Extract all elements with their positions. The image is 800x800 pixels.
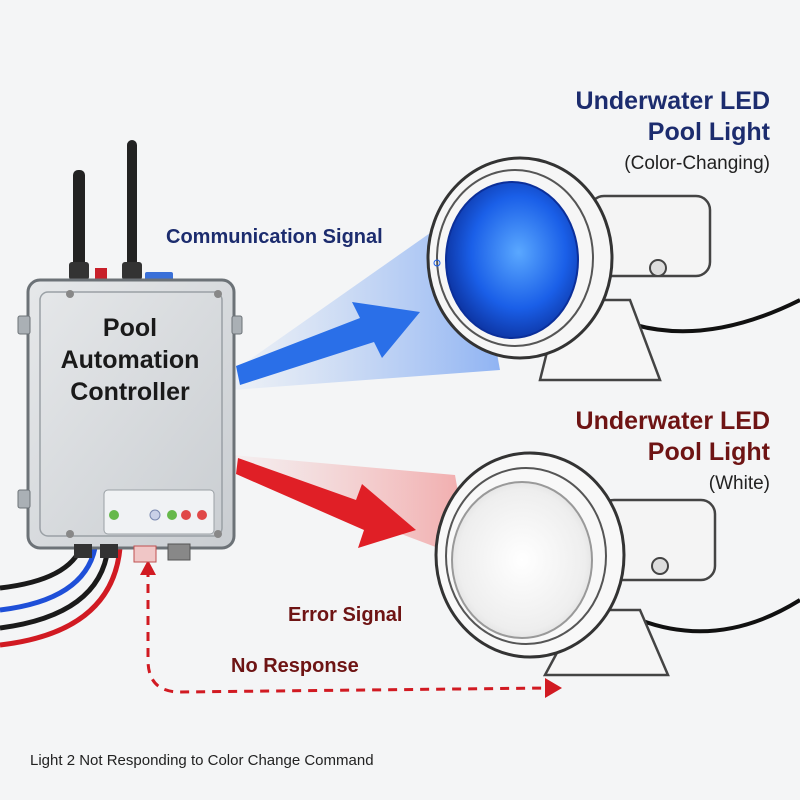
light-2-lens [451,481,593,639]
status-panel [103,489,215,535]
light-1-lens [445,181,579,339]
light-2-title-line1: Underwater LED [575,407,770,435]
controller-label-line2: Automation [60,346,200,374]
no-response-path [146,568,549,694]
status-led-red-2 [197,510,207,520]
light-2-subtitle: (White) [708,473,770,494]
light-1-title-line1: Underwater LED [575,87,770,115]
antenna-right [122,140,142,280]
controller-label: Pool Automation Controller [40,312,220,408]
pool-light-1 [426,156,800,382]
no-response-arrowhead-up [140,560,156,575]
status-led-blue [149,509,161,521]
error-arrow [236,458,416,548]
light-1-title: Underwater LED Pool Light (Color-Changin… [576,86,770,179]
no-response-arrowhead-right [545,678,562,698]
controller-label-line3: Controller [70,378,190,406]
cable-glands [74,543,191,563]
light-2-title-line2: Pool Light [647,438,770,466]
diagram-caption: Light 2 Not Responding to Color Change C… [30,752,374,769]
controller-box [17,278,243,550]
controller-cables [0,544,123,648]
status-led-green-2 [167,510,177,520]
communication-arrow [236,302,420,385]
status-led-red [181,510,191,520]
light-1-subtitle: (Color-Changing) [624,153,770,174]
light-2-title: Underwater LED Pool Light (White) [576,406,770,499]
communication-signal-label: Communication Signal [166,226,383,248]
antenna-left [69,170,89,280]
error-signal-label: Error Signal [288,604,403,626]
status-led-green [109,510,119,520]
no-response-label: No Response [231,655,359,677]
pool-light-2 [434,451,800,677]
controller-label-line1: Pool [102,314,158,342]
light-1-title-line2: Pool Light [647,118,770,146]
